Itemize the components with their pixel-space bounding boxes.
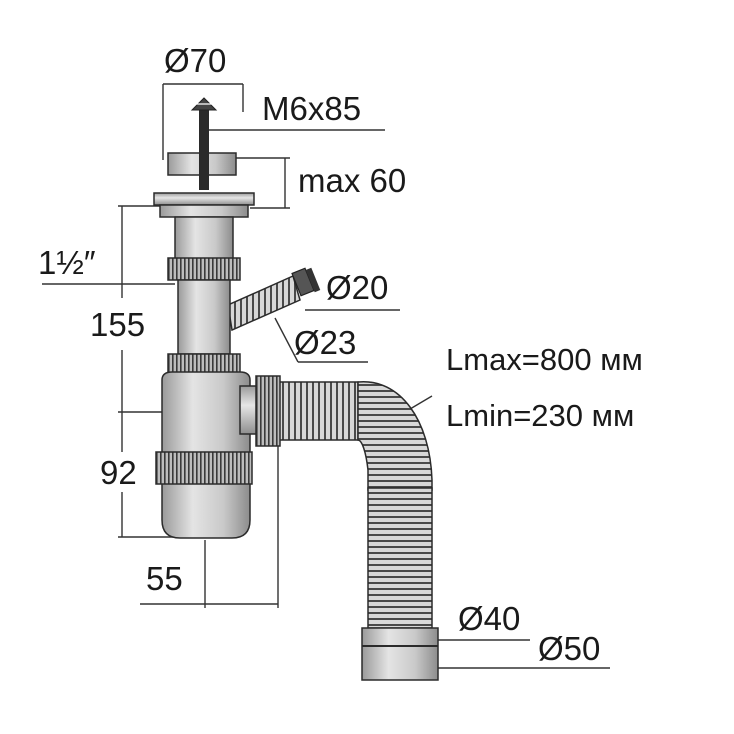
label-height-upper: 155 <box>90 306 145 343</box>
label-screw: M6x85 <box>262 90 361 127</box>
siphon-body <box>153 152 281 539</box>
screw <box>190 97 218 190</box>
label-hose-length-min: Lmin=230 мм <box>446 398 634 433</box>
label-offset: 55 <box>146 560 183 597</box>
dimension-lines <box>42 83 610 669</box>
label-max-thickness: max 60 <box>298 162 406 199</box>
label-height-lower: 92 <box>100 454 137 491</box>
labels: Ø70 M6x85 max 60 1½″ 155 Ø20 Ø23 Lmax=80… <box>38 42 643 667</box>
label-side-outlet-small: Ø20 <box>326 269 388 306</box>
label-grate-diameter: Ø70 <box>164 42 226 79</box>
overflow-nipple <box>227 267 321 332</box>
label-thread: 1½″ <box>38 244 96 281</box>
label-hose-length-max: Lmax=800 мм <box>446 342 643 377</box>
label-side-outlet-large: Ø23 <box>294 324 356 361</box>
label-outlet-inner: Ø40 <box>458 600 520 637</box>
flexible-hose <box>277 381 439 681</box>
label-outlet-outer: Ø50 <box>538 630 600 667</box>
